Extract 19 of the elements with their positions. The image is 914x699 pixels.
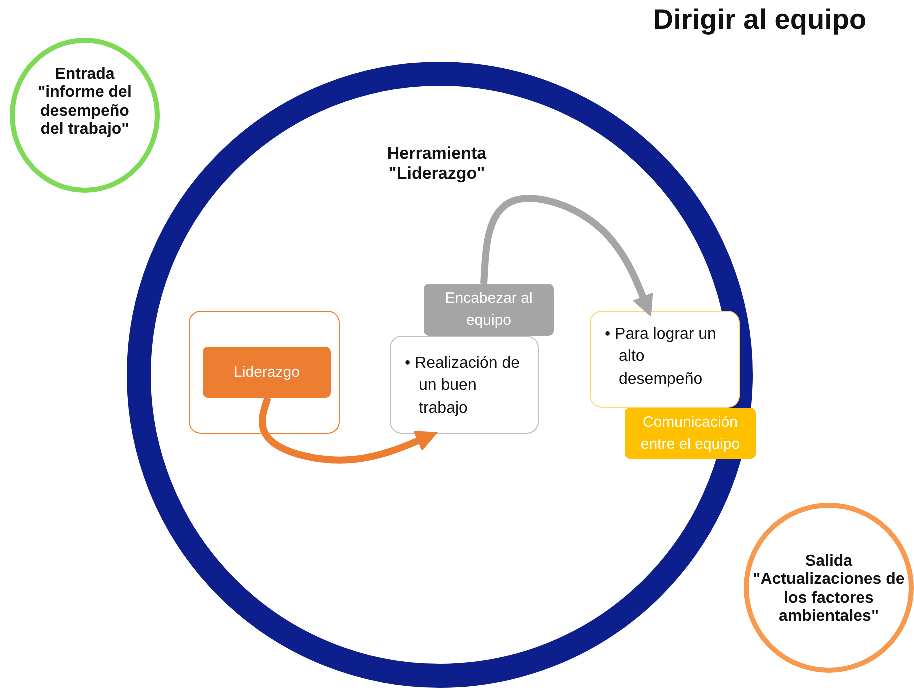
rounded-box	[590, 311, 740, 408]
circle-outline	[10, 38, 160, 193]
bullet-text: • Para lograr un alto desempeño	[605, 325, 718, 390]
label-box	[625, 408, 756, 459]
label-box	[203, 347, 331, 398]
circle-label: Herramienta "Liderazgo"	[386, 144, 488, 184]
curved-arrow	[259, 396, 438, 464]
circle-outline	[744, 503, 914, 673]
circle-label: Entrada "informe del desempeño del trabajo"	[37, 66, 133, 140]
label-box	[424, 284, 554, 336]
bullet-text: • Realización de un buen trabajo	[405, 354, 521, 419]
tab-label: Liderazgo	[233, 362, 301, 383]
rounded-box	[390, 336, 539, 434]
curved-arrow	[480, 195, 654, 318]
circle-label: Salida "Actualizaciones de los factores ambientales"	[752, 553, 906, 627]
tab-label: Comunicación entre el equipo	[640, 412, 742, 454]
tab-label: Encabezar al equipo	[444, 289, 534, 331]
rounded-box	[189, 311, 340, 434]
diagram-title: Dirigir al equipo	[652, 4, 868, 36]
